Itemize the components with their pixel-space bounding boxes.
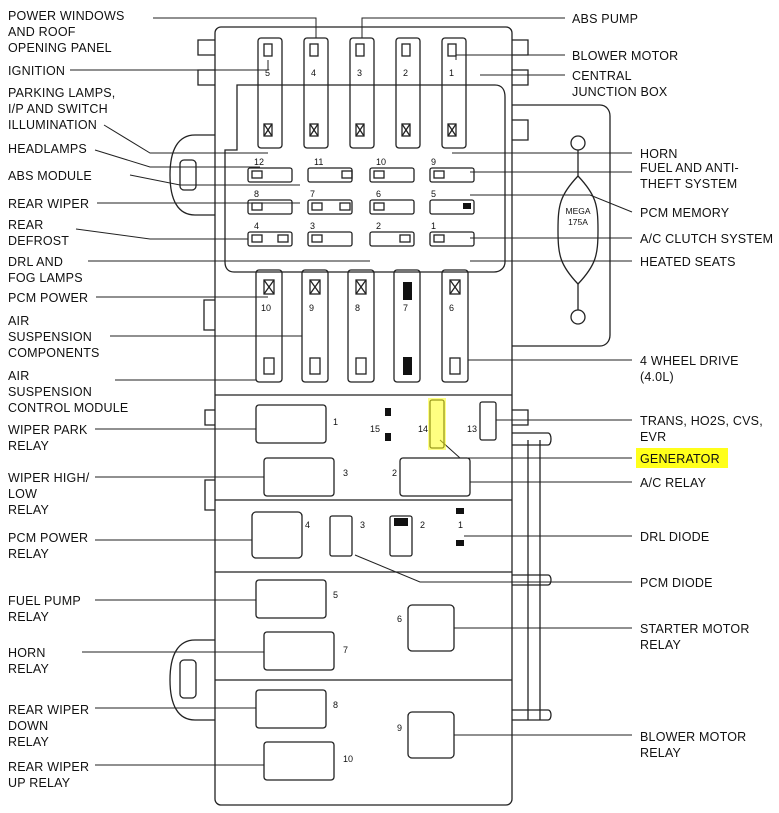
- maxi-fuses-mid: [255, 269, 469, 383]
- mega-fuse-bracket: [512, 104, 611, 347]
- four-wheel-drive-label: 4 WHEEL DRIVE (4.0L): [640, 354, 739, 384]
- position-number-maxi-mid: 9: [309, 303, 315, 313]
- position-number-mini-row1: 9: [431, 157, 437, 167]
- position-number-maxi-top: 1: [449, 68, 455, 78]
- position-number-mini-row3: 4: [254, 221, 260, 231]
- heated-seats-label: HEATED SEATS: [640, 255, 736, 269]
- rear-defrost-label: REAR DEFROST: [8, 218, 70, 248]
- starter-motor-relay-label: STARTER MOTOR RELAY: [640, 622, 750, 652]
- position-number-maxi-top: 3: [357, 68, 363, 78]
- position-number-relay-low: 8: [333, 700, 339, 710]
- position-number-mini-row3: 2: [376, 221, 382, 231]
- position-number-mini-row2: 6: [376, 189, 382, 199]
- pcm-power-label: PCM POWER: [8, 291, 89, 305]
- generator-highlight: [428, 398, 446, 450]
- abs-pump-label: ABS PUMP: [572, 12, 639, 26]
- junction-box-housing: [214, 26, 513, 806]
- terminal-marks: [385, 203, 471, 546]
- position-number-mini-row2: 7: [310, 189, 316, 199]
- trans-ho2s-label: TRANS, HO2S, CVS, EVR: [640, 414, 763, 444]
- position-number-diode-row: 3: [360, 520, 366, 530]
- position-number-maxi-top: 2: [403, 68, 409, 78]
- position-number-maxi-mid: 8: [355, 303, 361, 313]
- position-number-diode-row: 4: [305, 520, 311, 530]
- mega-fuse: [557, 175, 599, 285]
- rear-wiper-down-relay-label: REAR WIPER DOWN RELAY: [8, 703, 90, 749]
- position-number-relay-low: 6: [397, 614, 403, 624]
- maxi-fuses-top: [257, 37, 467, 149]
- pcm-memory-label: PCM MEMORY: [640, 206, 730, 220]
- mega-fuse-label: MEGA 175A: [565, 206, 591, 227]
- drl-diode-label: DRL DIODE: [640, 530, 710, 544]
- position-number-diode-row: 2: [420, 520, 426, 530]
- wiper-park-relay-label: WIPER PARK RELAY: [8, 423, 88, 453]
- fuel-pump-relay-label: FUEL PUMP RELAY: [8, 594, 81, 624]
- pcm-power-relay-label: PCM POWER RELAY: [8, 531, 89, 561]
- position-number-mini-row3: 3: [310, 221, 316, 231]
- horn-label: HORN: [640, 147, 678, 161]
- position-number-mini-row1: 12: [254, 157, 265, 167]
- ac-clutch-label: A/C CLUTCH SYSTEM: [640, 232, 774, 246]
- blower-motor-label: BLOWER MOTOR: [572, 49, 679, 63]
- position-number-maxi-top: 4: [311, 68, 317, 78]
- position-number-mini-row2: 8: [254, 189, 260, 199]
- position-number-relay-mid: 2: [392, 468, 398, 478]
- power-windows-label: POWER WINDOWS AND ROOF OPENING PANEL: [8, 9, 125, 55]
- drl-fog-label: DRL AND FOG LAMPS: [8, 255, 83, 285]
- leader-lines: [70, 17, 633, 766]
- air-susp-control-label: AIR SUSPENSION CONTROL MODULE: [8, 369, 129, 415]
- position-number-relay-mid: 1: [333, 417, 339, 427]
- wiper-high-low-relay-label: WIPER HIGH/ LOW RELAY: [8, 471, 90, 517]
- position-number-relay-low: 7: [343, 645, 349, 655]
- position-number-mini-row1: 11: [314, 157, 324, 167]
- position-number-mini-row1: 10: [376, 157, 387, 167]
- horn-relay-label: HORN RELAY: [8, 646, 50, 676]
- central-junction-box-label: CENTRAL JUNCTION BOX: [572, 69, 668, 99]
- position-number-relay-mid: 14: [418, 424, 429, 434]
- air-susp-components-label: AIR SUSPENSION COMPONENTS: [8, 314, 100, 360]
- relays: [251, 399, 497, 781]
- rear-wiper-label: REAR WIPER: [8, 197, 90, 211]
- position-number-relay-low: 9: [397, 723, 403, 733]
- position-number-maxi-mid: 6: [449, 303, 455, 313]
- position-number-maxi-top: 5: [265, 68, 271, 78]
- mini-fuses: [247, 167, 475, 247]
- parking-lamps-label: PARKING LAMPS, I/P AND SWITCH ILLUMINATI…: [8, 86, 116, 132]
- ignition-label: IGNITION: [8, 64, 66, 78]
- headlamps-label: HEADLAMPS: [8, 142, 87, 156]
- rear-wiper-up-relay-label: REAR WIPER UP RELAY: [8, 760, 90, 790]
- generator-label: GENERATOR: [640, 452, 720, 466]
- position-number-maxi-mid: 7: [403, 303, 409, 313]
- ac-relay-label: A/C RELAY: [640, 476, 707, 490]
- generator-label-highlight: [636, 448, 728, 468]
- position-number-diode-row: 1: [458, 520, 464, 530]
- position-number-mini-row3: 1: [431, 221, 437, 231]
- position-number-relay-mid: 15: [370, 424, 381, 434]
- pcm-diode-label: PCM DIODE: [640, 576, 713, 590]
- position-number-relay-mid: 3: [343, 468, 349, 478]
- position-number-mini-row2: 5: [431, 189, 437, 199]
- position-number-relay-low: 5: [333, 590, 339, 600]
- blower-motor-relay-label: BLOWER MOTOR RELAY: [640, 730, 747, 760]
- fuel-anti-theft-label: FUEL AND ANTI- THEFT SYSTEM: [640, 161, 739, 191]
- position-number-relay-mid: 13: [467, 424, 478, 434]
- abs-module-label: ABS MODULE: [8, 169, 92, 183]
- position-number-relay-low: 10: [343, 754, 354, 764]
- position-number-maxi-mid: 10: [261, 303, 272, 313]
